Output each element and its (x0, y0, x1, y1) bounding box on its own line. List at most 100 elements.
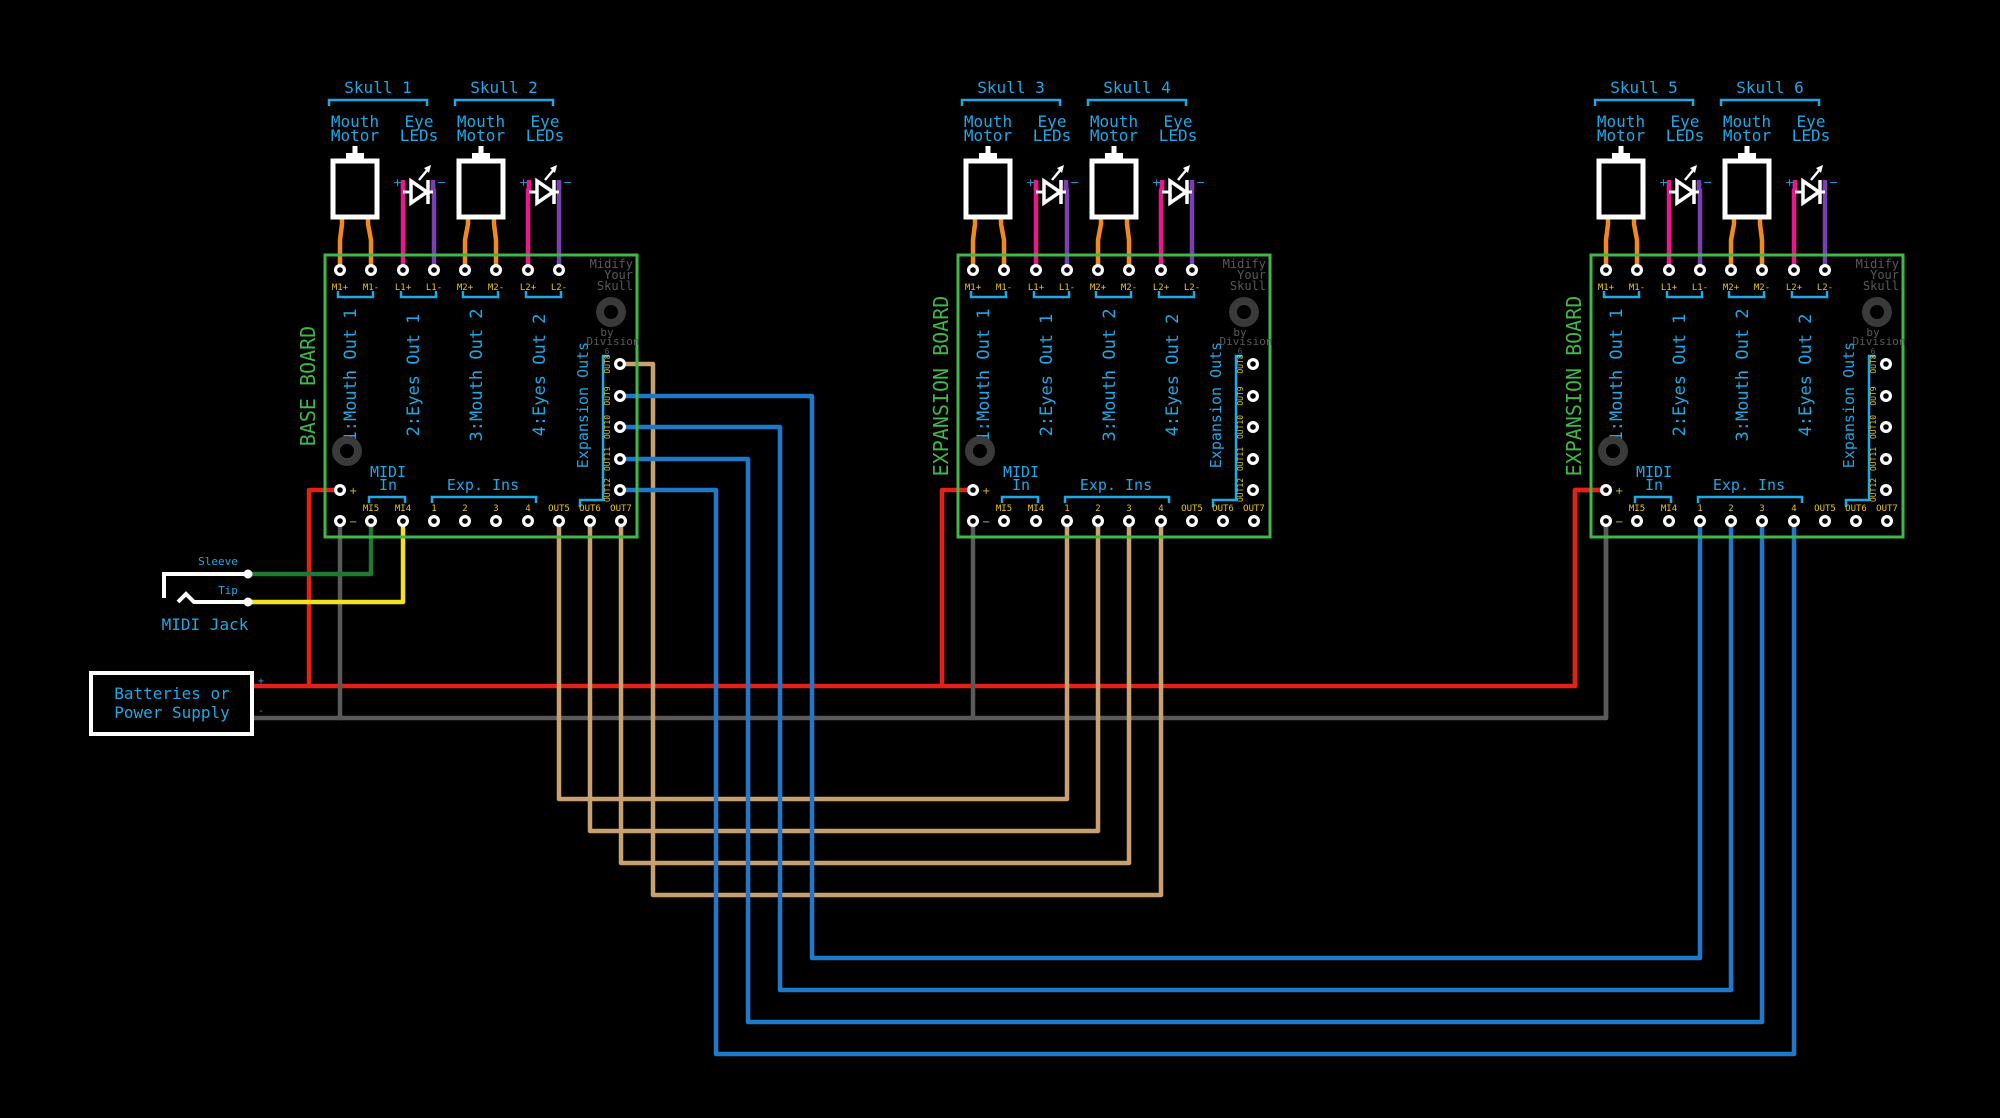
top-pin-hole (970, 267, 976, 273)
ground-mark: − (349, 517, 357, 528)
side-pin-hole (1250, 456, 1256, 462)
top-pin-hole (525, 267, 531, 273)
skull-bracket (453, 98, 555, 106)
output-label: 1:Mouth Out 1 (1607, 308, 1627, 441)
top-pin-label: L1+ (395, 283, 412, 293)
led-plus-sign: + (519, 176, 528, 189)
mouth-motor-shaft (346, 153, 364, 162)
mouth-motor-shaft-tip (352, 146, 358, 154)
top-pin-label: L1- (426, 283, 442, 293)
mouth-motor-icon (456, 158, 506, 220)
output-label: 3:Mouth Out 2 (467, 308, 487, 441)
expansion-tan-wire (617, 361, 1164, 898)
power-plus-mark: + (1615, 486, 1623, 497)
top-pin-label: M2- (1754, 283, 1770, 293)
exp-ins-label: Exp. Ins (1080, 476, 1152, 494)
power-plus-drop (1572, 487, 1609, 689)
board: +−+−MouthMotorEyeLEDsMouthMotorEyeLEDsSk… (1562, 78, 1906, 539)
output-label: 4:Eyes Out 2 (1163, 314, 1183, 437)
top-pin-label: L1+ (1028, 283, 1045, 293)
output-bracket (524, 291, 563, 299)
output-label: 2:Eyes Out 1 (1037, 314, 1057, 437)
output-bracket (1727, 291, 1766, 299)
bottom-pin-hole (1064, 518, 1070, 524)
power-plus-drop (306, 487, 343, 689)
top-pin-label: L1- (1059, 283, 1075, 293)
top-pin-label: L2- (1817, 283, 1833, 293)
side-pin-label: OUT12 (1236, 478, 1245, 502)
bottom-pin-label: OUT7 (610, 504, 632, 514)
brand-text: Midify (1223, 257, 1266, 271)
output-label: 3:Mouth Out 2 (1733, 308, 1753, 441)
power-plus-mark: + (349, 486, 357, 497)
top-pin-hole (556, 267, 562, 273)
mouth-motor-label: Mouth (1723, 112, 1771, 131)
output-label: 3:Mouth Out 2 (1100, 308, 1120, 441)
top-pin-label: L1- (1692, 283, 1708, 293)
led-arrow-head (1057, 165, 1064, 173)
mouth-motor-label: Motor (964, 126, 1013, 145)
output-bracket (1157, 291, 1196, 299)
side-pin-hole (1250, 424, 1256, 430)
bottom-pin-label: 3 (1759, 504, 1764, 514)
eye-leds-label: Eye (531, 112, 560, 131)
midi-in-label: MIDI (1003, 463, 1039, 481)
top-pin-label: M2+ (457, 283, 474, 293)
top-pin-hole (1728, 267, 1734, 273)
mouth-motor-label: Motor (1597, 126, 1646, 145)
top-pin-label: M1- (996, 283, 1012, 293)
side-pin-hole (1250, 487, 1256, 493)
brand-text: Division (1853, 335, 1906, 348)
top-pin-label: M1- (363, 283, 379, 293)
brand-text: by (1866, 326, 1880, 339)
top-pin-label: M1+ (1598, 283, 1615, 293)
skull-bracket (960, 98, 1062, 106)
mouth-motor-label: Motor (1723, 126, 1772, 145)
mouth-motor-label: Mouth (1597, 112, 1645, 131)
side-pin-label: OUT8 (603, 354, 612, 373)
mouth-motor-label: Mouth (457, 112, 505, 131)
eye-leds-label: Eye (1671, 112, 1700, 131)
bottom-pin-label: MI4 (1028, 504, 1044, 514)
midi-in-label: In (379, 476, 397, 494)
power-plus-pin-hole (337, 487, 343, 493)
expansion-outs-label: Expansion Outs (1840, 342, 1858, 468)
expansion-outs-bracket (578, 354, 609, 507)
motor-wire-plus (970, 209, 978, 273)
top-pin-hole (1095, 267, 1101, 273)
bottom-pin-hole (1033, 518, 1039, 524)
led-wire-minus (430, 180, 437, 273)
midi-tip-wire (245, 518, 406, 605)
output-label: 1:Mouth Out 1 (974, 308, 994, 441)
eye-leds-label: Eye (1038, 112, 1067, 131)
bottom-pin-hole (462, 518, 468, 524)
ground-mark: − (982, 517, 990, 528)
expansion-tan-wire (618, 518, 1132, 866)
motor-wire-minus (491, 209, 499, 273)
exp-ins-label: Exp. Ins (1713, 476, 1785, 494)
output-label: 1:Mouth Out 1 (341, 308, 361, 441)
bottom-pin-label: MI5 (363, 504, 379, 514)
bottom-pin-hole (618, 518, 624, 524)
skull-label: Skull 1 (344, 78, 411, 97)
side-pin-hole (1883, 424, 1889, 430)
bottom-pin-hole (525, 518, 531, 524)
side-pin-label: OUT11 (1869, 447, 1878, 471)
expansion-blue-wire (617, 456, 1765, 1025)
skull-bracket (1719, 98, 1821, 106)
output-bracket (1032, 291, 1071, 299)
midi-jack-label: MIDI Jack (162, 615, 249, 634)
power-plus-label: + (258, 676, 264, 687)
ground-mark: − (1615, 517, 1623, 528)
top-pin-hole (1634, 267, 1640, 273)
mouth-motor-icon (1596, 158, 1646, 220)
top-pin-label: L2+ (1153, 283, 1170, 293)
expansion-blue-wire (617, 424, 1734, 993)
power-minus-label: - (258, 706, 264, 717)
led-plus-sign: + (1152, 176, 1161, 189)
side-pin-label: OUT12 (603, 478, 612, 502)
brand-text: Midify (1856, 257, 1899, 271)
top-pin-label: M1+ (332, 283, 349, 293)
bottom-pin-label: OUT6 (1845, 504, 1867, 514)
side-pin-label: OUT11 (603, 447, 612, 471)
